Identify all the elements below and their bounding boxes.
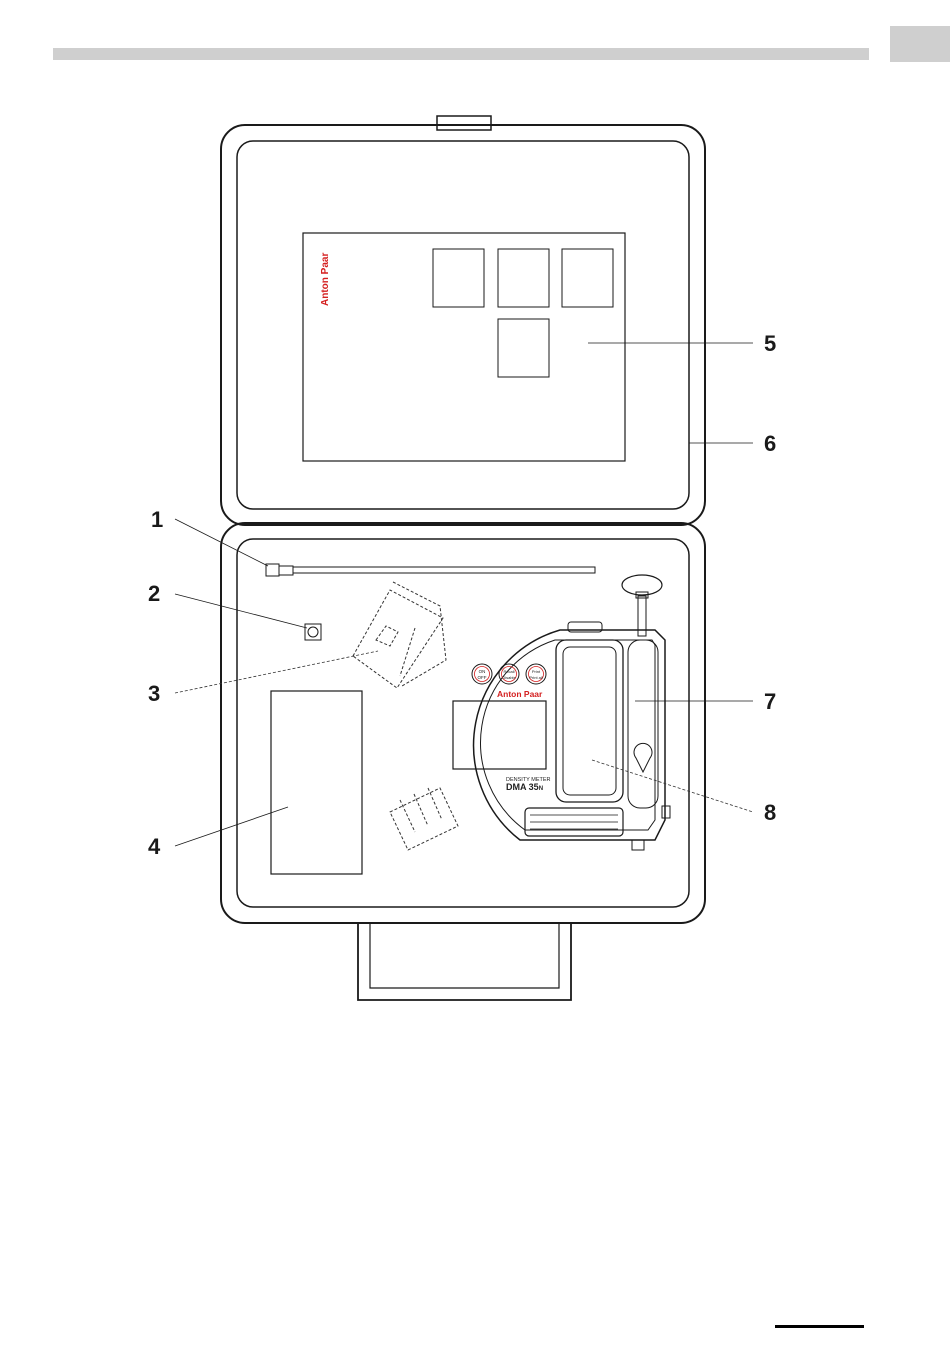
on-off-button-bottom: OFF bbox=[478, 675, 487, 680]
footer-rule bbox=[775, 1325, 864, 1328]
print-button-bottom: Print all bbox=[529, 675, 542, 680]
device-brand: Anton Paar bbox=[497, 689, 543, 699]
base-inner bbox=[237, 539, 689, 907]
handle-inner bbox=[370, 923, 559, 988]
card-box-2 bbox=[498, 249, 549, 307]
base-outer bbox=[221, 523, 705, 923]
on-off-button-top: ON bbox=[479, 669, 486, 674]
density-meter bbox=[453, 575, 670, 850]
instruction-card bbox=[303, 233, 625, 461]
card-box-3 bbox=[562, 249, 613, 307]
dashed-holder bbox=[353, 582, 446, 688]
leader-2 bbox=[175, 594, 307, 628]
card-box-4 bbox=[498, 319, 549, 377]
callout-5: 5 bbox=[764, 331, 776, 356]
recall-button bbox=[499, 664, 519, 684]
on-off-button bbox=[472, 664, 492, 684]
callout-4: 4 bbox=[148, 834, 161, 859]
callout-1: 1 bbox=[151, 507, 163, 532]
callout-3: 3 bbox=[148, 681, 160, 706]
callout-7: 7 bbox=[764, 689, 776, 714]
card-box-1 bbox=[433, 249, 484, 307]
leader-3 bbox=[175, 651, 378, 693]
print-button bbox=[526, 664, 546, 684]
lid-latch bbox=[437, 116, 491, 130]
lid-card-brand: Anton Paar bbox=[320, 253, 331, 306]
device-model: DMA 35N bbox=[506, 782, 543, 792]
callout-6: 6 bbox=[764, 431, 776, 456]
small-part bbox=[305, 624, 321, 640]
rod-connector bbox=[279, 566, 293, 575]
dashed-accessory bbox=[390, 788, 458, 850]
callout-2: 2 bbox=[148, 581, 160, 606]
callout-8: 8 bbox=[764, 800, 776, 825]
lid-outer bbox=[221, 125, 705, 525]
small-part-circle bbox=[308, 627, 318, 637]
lid-inner bbox=[237, 141, 689, 509]
recall-button-top: Recall bbox=[503, 669, 514, 674]
rod bbox=[293, 567, 595, 573]
recall-button-bottom: Disable bbox=[502, 675, 516, 680]
print-button-top: Print bbox=[532, 669, 541, 674]
document-box bbox=[271, 691, 362, 874]
